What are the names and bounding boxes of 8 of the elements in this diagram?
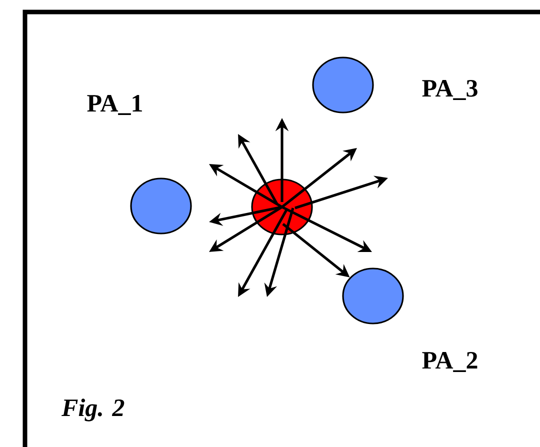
node-label: PA_1	[87, 95, 142, 115]
circle-shape	[342, 268, 404, 324]
circle-shape	[312, 56, 374, 114]
node-label: PA_2	[422, 352, 478, 372]
circle-shape	[130, 178, 192, 234]
node-label: PA_3	[422, 80, 478, 100]
circle-shape	[251, 178, 313, 236]
caption: Fig. 2	[62, 398, 124, 422]
